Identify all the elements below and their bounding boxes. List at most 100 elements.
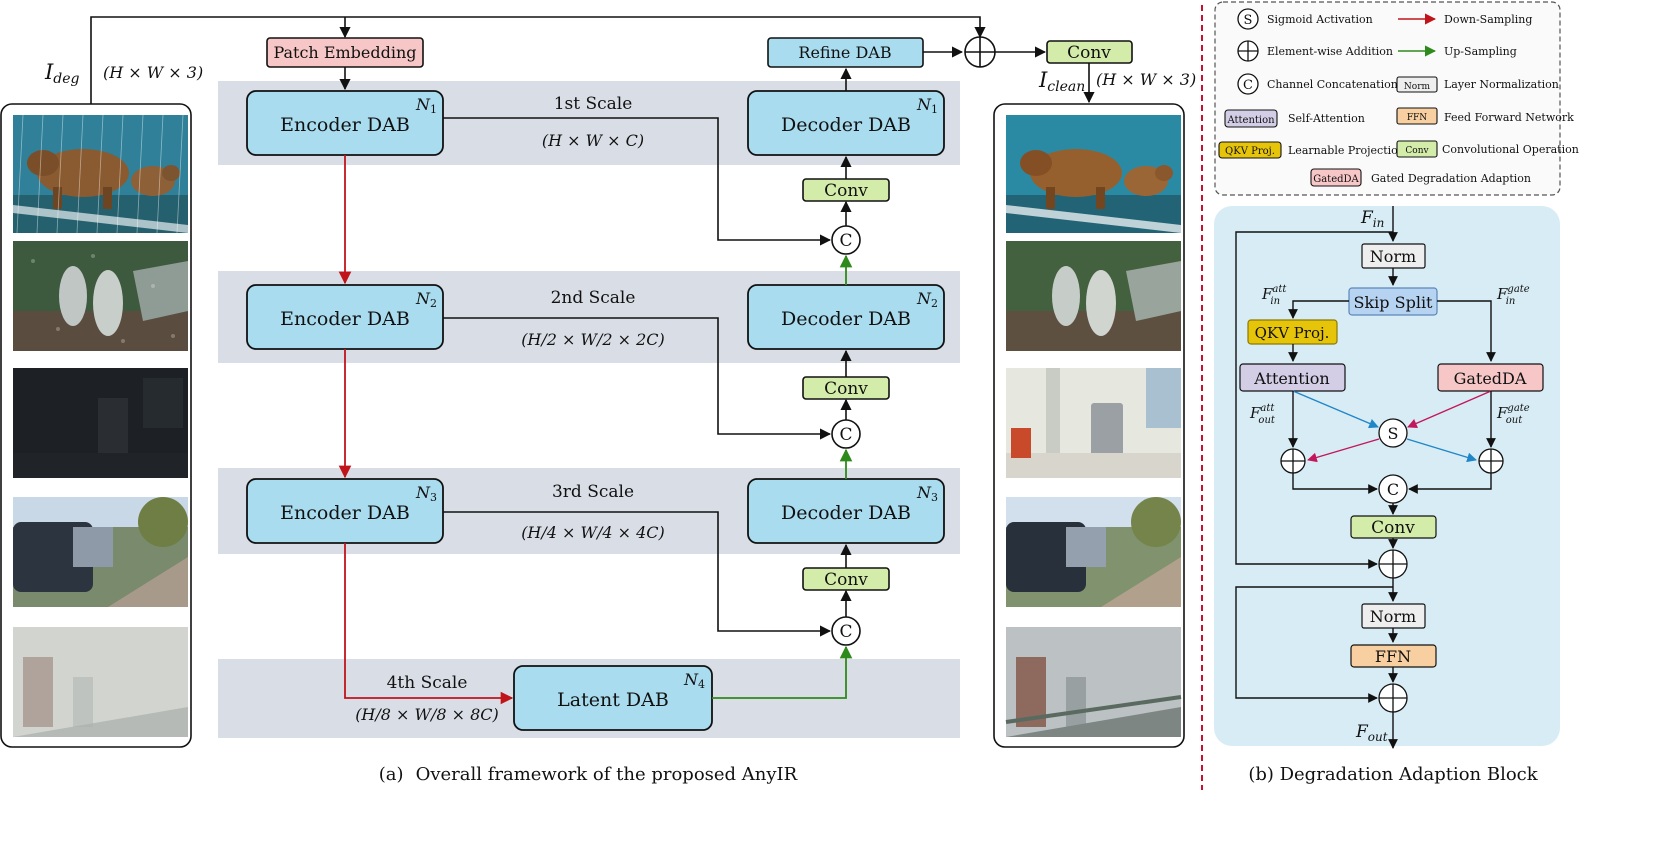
concat-icon-2: C (831, 419, 861, 449)
encoder-3-n-sub: 3 (430, 491, 437, 504)
svg-text:N1: N1 (916, 95, 938, 116)
f-in-label: F (1360, 208, 1374, 228)
legend-concat: Channel Concatenation (1267, 78, 1398, 91)
sigmoid-symbol-icon (1237, 8, 1259, 30)
encoder-dab-3-label: Encoder DAB (280, 502, 410, 524)
svg-text:Skip Split: Skip Split (1354, 293, 1434, 312)
svg-text:Ideg: Ideg (44, 60, 80, 87)
f-out-gate-sub: out (1506, 415, 1523, 426)
output-label: I (1038, 68, 1048, 92)
f-out-att-sup: att (1260, 403, 1275, 414)
legend-attention: Self-Attention (1288, 112, 1365, 125)
legend-up-sampling: Up-Sampling (1444, 45, 1517, 58)
encoder-dab-1-label: Encoder DAB (280, 114, 410, 136)
svg-text:GatedDA: GatedDA (1454, 369, 1527, 388)
encoder-dab-2-label: Encoder DAB (280, 308, 410, 330)
svg-text:N2: N2 (916, 289, 938, 310)
conv-label-3: Conv (824, 570, 868, 590)
input-dims: (H × W × 3) (103, 63, 203, 82)
caption-a: Overall framework of the proposed AnyIR (416, 764, 798, 785)
legend-gatedda: Gated Degradation Adaption (1371, 172, 1531, 185)
latent-n-sub: 4 (698, 678, 705, 691)
legend-ffn: Feed Forward Network (1444, 111, 1574, 124)
svg-text:Attention: Attention (1253, 369, 1329, 388)
f-in-att-label: F (1261, 285, 1273, 303)
addition-icon-att (1280, 448, 1306, 474)
legend-qkv: Learnable Projection (1288, 144, 1405, 157)
svg-text:Norm: Norm (1370, 247, 1416, 266)
refine-dab-label: Refine DAB (798, 43, 891, 62)
svg-text:C: C (1243, 78, 1253, 93)
decoder-3-n: N (916, 483, 932, 502)
concat-icon-1: C (831, 225, 861, 255)
legend-conv-symbol: Conv (1405, 146, 1429, 156)
f-out-label: F (1355, 722, 1369, 742)
svg-text:N4: N4 (683, 670, 705, 691)
scale-1-dims: (H × W × C) (542, 131, 644, 150)
output-thumbnails (1005, 115, 1182, 737)
svg-text:Fout: Fout (1355, 722, 1388, 744)
svg-text:Norm: Norm (1370, 607, 1416, 626)
f-out-gate-sup: gate (1507, 403, 1529, 414)
svg-text:Conv: Conv (1371, 518, 1415, 538)
legend-conv: Convolutional Operation (1442, 143, 1579, 156)
f-in-sub: in (1373, 216, 1385, 230)
scale-2-name: 2nd Scale (551, 288, 636, 308)
output-conv-label: Conv (1067, 43, 1111, 63)
addition-icon-gate (1478, 448, 1504, 474)
conv-label-2: Conv (824, 379, 868, 399)
legend: S Sigmoid Activation Element-wise Additi… (1214, 1, 1579, 196)
sigmoid-icon: S (1378, 418, 1408, 448)
addition-symbol-icon (1237, 40, 1259, 62)
caption-b: (b) Degradation Adaption Block (1248, 764, 1538, 785)
svg-text:Iclean: Iclean (1038, 68, 1085, 95)
legend-attention-symbol: Attention (1226, 115, 1275, 126)
svg-text:S: S (1388, 424, 1399, 443)
decoder-dab-1-label: Decoder DAB (781, 114, 911, 136)
svg-text:(a)Overall framework of the pr: (a) Overall framework of the proposed Any… (379, 764, 798, 785)
svg-text:S: S (1244, 13, 1253, 28)
svg-text:C: C (1387, 480, 1399, 499)
encoder-2-n-sub: 2 (430, 297, 437, 310)
scale-1-name: 1st Scale (554, 94, 633, 114)
patch-embedding-label: Patch Embedding (273, 43, 416, 62)
legend-norm: Layer Normalization (1444, 78, 1559, 91)
global-addition-icon (964, 36, 996, 68)
svg-text:QKV Proj.: QKV Proj. (1255, 324, 1330, 342)
caption-a-prefix: (a) (379, 764, 404, 785)
overall-framework: Ideg (H × W × 3) Iclean (H × W × 3) Patc… (0, 16, 1196, 785)
svg-text:N3: N3 (415, 483, 437, 504)
scale-3-dims: (H/4 × W/4 × 4C) (521, 523, 665, 542)
svg-text:C: C (839, 425, 852, 445)
scale-2-dims: (H/2 × W/2 × 2C) (521, 330, 665, 349)
concat-icon-3: C (831, 616, 861, 646)
addition-icon-residual-1 (1378, 549, 1408, 579)
legend-down-sampling: Down-Sampling (1444, 13, 1532, 26)
legend-norm-symbol: Norm (1404, 82, 1431, 92)
svg-text:N1: N1 (415, 95, 437, 116)
output-label-sub: clean (1047, 79, 1085, 95)
concat-symbol-icon (1237, 73, 1259, 95)
legend-qkv-symbol: QKV Proj. (1225, 146, 1275, 157)
svg-text:N3: N3 (916, 483, 938, 504)
scale-4-dims: (H/8 × W/8 × 8C) (355, 705, 499, 724)
scale-4-name: 4th Scale (387, 673, 468, 693)
conv-label-1: Conv (824, 181, 868, 201)
decoder-2-n-sub: 2 (931, 297, 938, 310)
input-image-panel (0, 103, 192, 748)
encoder-2-n: N (415, 289, 431, 308)
legend-gatedda-symbol: GatedDA (1313, 174, 1359, 185)
decoder-2-n: N (916, 289, 932, 308)
addition-icon-residual-2 (1378, 683, 1408, 713)
f-out-att-sub: out (1258, 415, 1275, 426)
output-image-panel (993, 103, 1185, 748)
svg-text:N2: N2 (415, 289, 437, 310)
encoder-1-n: N (415, 95, 431, 114)
encoder-1-n-sub: 1 (430, 103, 437, 116)
latent-n: N (683, 670, 699, 689)
input-thumbnails (12, 114, 189, 737)
